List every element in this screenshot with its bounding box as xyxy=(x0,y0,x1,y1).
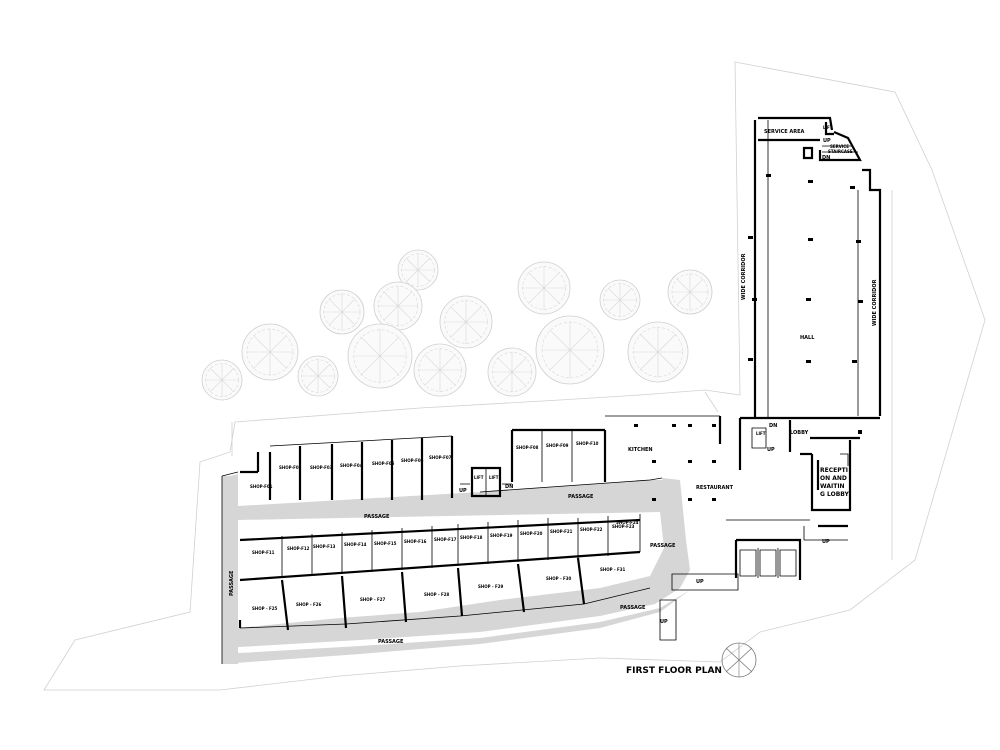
shop-label-shops_top_left-2: SHOP-F02 xyxy=(279,465,302,470)
plan-title: FIRST FLOOR PLAN xyxy=(626,666,722,676)
passage-right-label: PASSAGE xyxy=(650,543,676,549)
tree-icon xyxy=(397,249,439,291)
tree-icon xyxy=(347,323,413,389)
reception-label-4: G LOBBY xyxy=(820,491,850,498)
shop-label-shops_top_left-5: SHOP-F05 xyxy=(372,461,395,466)
shop-label-shops_bottom-5: SHOP - F29 xyxy=(478,584,504,589)
service-lift-label: LIFT xyxy=(823,125,833,130)
tree-icon xyxy=(517,261,571,315)
shop-label-shops_top_left-4: SHOP-F04 xyxy=(340,463,363,468)
wide-corridor-left-label: WIDE CORRIDOR xyxy=(741,253,747,300)
shop-label-shops_middle-8: SHOP-F18 xyxy=(460,535,483,540)
bottom-up-label: UP xyxy=(660,619,668,625)
shop-label-shops_top_left-1: SHOP-F01 xyxy=(250,484,273,489)
tree-icon xyxy=(241,323,299,381)
shop-label-shops_middle-1: SHOP-F11 xyxy=(252,550,275,555)
shop-label-shops_middle-2: SHOP-F12 xyxy=(287,546,310,551)
lift-b-label: LIFT xyxy=(489,475,499,480)
shop-label-shops_middle-10: SHOP-F20 xyxy=(520,531,543,536)
tree-icon xyxy=(487,347,537,397)
reception-label-3: WAITIN xyxy=(820,483,845,490)
outer-walls xyxy=(221,471,663,664)
shop-label-shops_bottom-1: SHOP - F25 xyxy=(252,606,278,611)
shop-label-shops_top_right-3: SHOP-F10 xyxy=(576,441,599,446)
shop-label-shops_bottom-6: SHOP - F30 xyxy=(546,576,572,581)
lobby-lift-label: LIFT xyxy=(756,431,766,436)
tree-icon xyxy=(319,289,365,335)
shop-label-shops_middle-14: SHOP-F24 xyxy=(616,520,639,525)
shop-label-shops_middle-12: SHOP-F22 xyxy=(580,527,603,532)
passage-bottom-label: PASSAGE xyxy=(378,639,404,645)
service-dn-label: DN xyxy=(822,155,830,161)
hall-columns xyxy=(748,174,863,363)
shop-label-shops_middle-13: SHOP-F23 xyxy=(612,524,635,529)
lift-dn-label: DN xyxy=(505,484,513,490)
shop-label-shops_middle-6: SHOP-F16 xyxy=(404,539,427,544)
reception-label-1: RECEPTI xyxy=(820,467,848,474)
shop-label-shops_middle-4: SHOP-F14 xyxy=(344,542,367,547)
lobby-dn-label: DN xyxy=(769,423,777,429)
tree-icon xyxy=(627,321,689,383)
lift-up-label: UP xyxy=(459,488,467,494)
tree-group xyxy=(201,249,713,401)
shop-row-bottom xyxy=(238,557,651,631)
restaurant-label: RESTAURANT xyxy=(696,485,734,491)
shop-label-shops_middle-5: SHOP-F15 xyxy=(374,541,397,546)
lobby-label: LOBBY xyxy=(790,430,809,436)
tree-icon xyxy=(439,295,493,349)
tree-icon xyxy=(373,281,423,331)
reception-label-2: ON AND xyxy=(820,475,847,482)
shop-label-shops_top_right-2: SHOP-F09 xyxy=(546,443,569,448)
shop-labels: SHOP-F01 SHOP-F02 SHOP-F03 SHOP-F04 SHOP-F05… xyxy=(250,441,639,611)
tree-icon xyxy=(297,355,339,397)
shop-label-shops_bottom-3: SHOP - F27 xyxy=(360,597,386,602)
service-stair xyxy=(822,145,858,153)
service-staircase-label-2: STAIRCASE xyxy=(828,149,853,154)
shop-label-shops_top_left-6: SHOP-F06 xyxy=(401,458,424,463)
service-up-label: UP xyxy=(823,138,831,144)
north-arrow-icon xyxy=(721,642,757,678)
tree-icon xyxy=(599,279,641,321)
shop-label-shops_bottom-4: SHOP - F28 xyxy=(424,592,450,597)
shop-label-shops_bottom-2: SHOP - F26 xyxy=(296,602,322,607)
lobby-up-label: UP xyxy=(767,447,775,453)
wide-corridor-right-label: WIDE CORRIDOR xyxy=(872,279,878,326)
service-staircase-label-1: SERVICE xyxy=(830,144,849,149)
shop-label-shops_bottom-7: SHOP - F31 xyxy=(600,567,626,572)
passage-bottom-right-label: PASSAGE xyxy=(620,605,646,611)
lift-a-label: LIFT xyxy=(474,475,484,480)
shop-label-shops_middle-7: SHOP-F17 xyxy=(434,537,457,542)
tree-icon xyxy=(535,315,605,385)
tree-icon xyxy=(413,343,467,397)
site-boundary xyxy=(43,61,986,691)
shop-row-top-left xyxy=(240,435,512,500)
reception-up-label: UP xyxy=(822,539,830,545)
shop-label-shops_top_left-3: SHOP-F03 xyxy=(310,465,333,470)
shop-label-shops_top_right-1: SHOP-F08 xyxy=(516,445,539,450)
kitchen-label: KITCHEN xyxy=(628,447,653,453)
shop-label-shops_middle-9: SHOP-F19 xyxy=(490,533,513,538)
shop-label-shops_top_left-7: SHOP-F07 xyxy=(429,455,452,460)
hall-building xyxy=(738,116,882,512)
restaurant-block xyxy=(510,415,848,641)
service-area-label: SERVICE AREA xyxy=(764,129,805,135)
shop-label-shops_middle-11: SHOP-F21 xyxy=(550,529,573,534)
shop-row-middle xyxy=(239,514,641,582)
tree-icon xyxy=(201,359,243,401)
ramp-up-label: UP xyxy=(696,579,704,585)
passage-top-right-label: PASSAGE xyxy=(568,494,594,500)
tree-icon xyxy=(667,269,713,315)
passage-left-label: PASSAGE xyxy=(229,570,235,596)
hall-label: HALL xyxy=(800,335,815,341)
passage-top-left-label: PASSAGE xyxy=(364,514,390,520)
shop-label-shops_middle-3: SHOP-F13 xyxy=(313,544,336,549)
labels: SERVICE AREA LIFT UP SERVICE STAIRCASE D… xyxy=(229,125,878,676)
